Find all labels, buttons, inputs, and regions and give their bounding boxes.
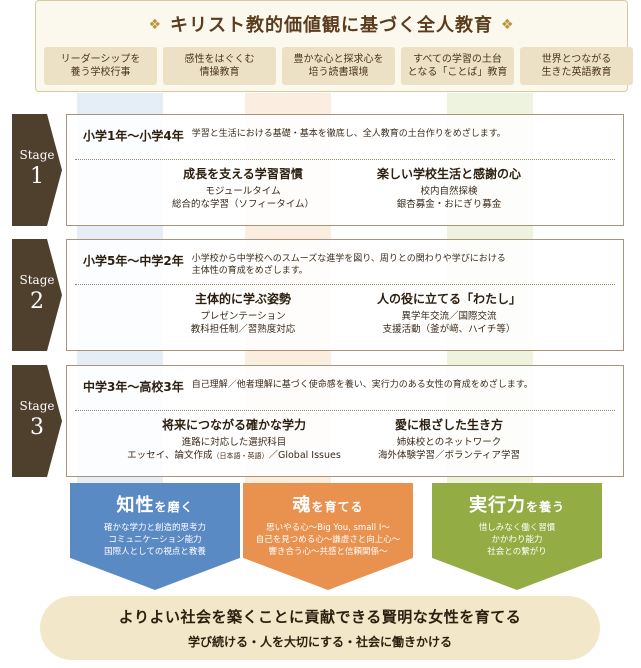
stage-2-left-item: 主体的に学ぶ姿勢 プレゼンテーション 教科担任制／習熟度対応: [190, 292, 296, 336]
stage-2-box: 小学5年～中学2年 小学校から中学校へのスムーズな進学を図り、周りとの関わりや学…: [66, 239, 624, 351]
stage-1-left-item: 成長を支える学習習慣 モジュールタイム 総合的な学習（ソフィータイム）: [171, 167, 315, 211]
pillar-reading: 豊かな心と探求心を 培う読書環境: [282, 47, 395, 85]
header-frame: ❖ キリスト教的価値観に基づく全人教育 ❖ リーダーシップを 養う学校行事 感性をは…: [35, 0, 633, 92]
stage-3-left-line2: エッセイ、論文作成（日本語・英語）／Global Issues: [127, 450, 341, 462]
stage-3-grade: 中学3年～高校3年: [83, 380, 184, 394]
stage-3-tag: Stage 3: [12, 365, 62, 477]
arrow-intellect: 知性を磨く 確かな学力と創造的思考力 コミュニケーション能力 国際人としての視点…: [70, 483, 240, 590]
stage-2-divider: [75, 284, 615, 285]
arrow-action: 実行力を養う 惜しみなく働く習慣 かかわり能力 社会との繋がり: [432, 483, 602, 590]
ornament-right-icon: ❖: [501, 17, 515, 33]
goal-banner: よりよい社会を築くことに貢献できる賢明な女性を育てる 学び続ける・人を大切にする…: [40, 596, 600, 660]
stage-1-right-item: 楽しい学校生活と感謝の心 校内自然探検 銀杏募金・おにぎり募金: [376, 167, 521, 211]
stage-3-desc: 自己理解／他者理解に基づく使命感を養い、実行力のある女性の育成をめざします。: [191, 380, 533, 390]
pillar-language: すべての学習の土台 となる「ことば」教育: [401, 47, 514, 85]
stage-1-grade: 小学1年～小学4年: [83, 129, 184, 143]
arrow-soul: 魂を育てる 思いやる心～Big You, small I～ 自己を見つめる心～謙…: [243, 483, 413, 590]
stage-2-number: 2: [30, 289, 44, 314]
stage-2-tag: Stage 2: [12, 239, 62, 351]
stage-1-tag: Stage 1: [12, 114, 62, 226]
pillar-list: リーダーシップを 養う学校行事 感性をはぐくむ 情操教育 豊かな心と探求心を 培…: [44, 47, 633, 85]
goal-sub: 学び続ける・人を大切にする・社会に働きかける: [187, 635, 453, 649]
stage-3-right-item: 愛に根ざした生き方 姉妹校とのネットワーク 海外体験学習／ボランティア学習: [378, 418, 520, 462]
pillar-leadership: リーダーシップを 養う学校行事: [44, 47, 157, 85]
stage-1-divider: [75, 159, 615, 160]
pillar-english: 世界とつながる 生きた英語教育: [520, 47, 633, 85]
stage-1-box: 小学1年～小学4年 学習と生活における基礎・基本を徹底し、全人教育の土台作りをめ…: [66, 114, 624, 226]
main-title-text: キリスト教的価値観に基づく全人教育: [170, 15, 493, 36]
stage-1-number: 1: [30, 164, 44, 189]
stage-2-grade: 小学5年～中学2年: [83, 254, 184, 268]
stage-1-desc: 学習と生活における基礎・基本を徹底し、全人教育の土台作りをめざします。: [191, 129, 506, 139]
stage-3-divider: [75, 410, 615, 411]
goal-main: よりよい社会を築くことに貢献できる賢明な女性を育てる: [118, 608, 522, 626]
stage-3-left-item: 将来につながる確かな学力 進路に対応した選択科目 エッセイ、論文作成（日本語・英…: [119, 416, 349, 463]
stage-3-box: 中学3年～高校3年 自己理解／他者理解に基づく使命感を養い、実行力のある女性の育…: [66, 365, 624, 477]
stage-2-right-item: 人の役に立てる「わたし」 異学年交流／国際交流 支援活動（釜が﨑、ハイチ等）: [376, 292, 521, 336]
ornament-left-icon: ❖: [148, 17, 162, 33]
pillar-sensibility: 感性をはぐくむ 情操教育: [163, 47, 276, 85]
main-title: ❖ キリスト教的価値観に基づく全人教育 ❖: [36, 11, 627, 37]
stage-2-desc: 小学校から中学校へのスムーズな進学を図り、周りとの関わりや学びにおける 主体性の…: [191, 254, 506, 277]
stage-3-number: 3: [30, 415, 44, 440]
